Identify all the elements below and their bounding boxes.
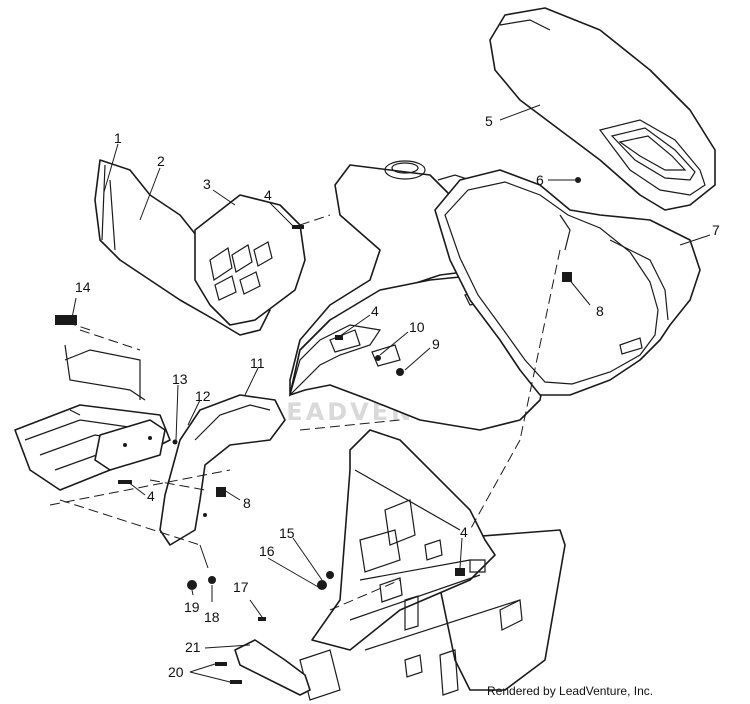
callout-4: 4 — [264, 187, 272, 203]
hidden-lines — [49, 214, 561, 611]
leader-lines — [71, 104, 711, 683]
callout-7: 7 — [712, 222, 720, 238]
callouts: 1 2 3 4 5 6 7 8 14 4 10 9 11 13 12 4 8 1… — [75, 113, 720, 680]
callout-14: 14 — [75, 279, 91, 295]
callout-12: 12 — [195, 388, 211, 404]
callout-8: 8 — [243, 495, 251, 511]
callout-4: 4 — [147, 488, 155, 504]
callout-18: 18 — [204, 609, 220, 625]
credit-text: Rendered by LeadVenture, Inc. — [487, 684, 653, 698]
rear-fender-body — [434, 169, 701, 396]
callout-10: 10 — [409, 319, 425, 335]
fender-flare — [159, 394, 286, 546]
callout-4: 4 — [371, 303, 379, 319]
callout-5: 5 — [485, 113, 493, 129]
callout-8: 8 — [596, 303, 604, 319]
hardware — [55, 177, 581, 684]
floorboard-area — [14, 329, 171, 491]
mud-flap-bracket — [94, 419, 166, 471]
callout-4: 4 — [460, 524, 468, 540]
callout-16: 16 — [259, 543, 275, 559]
chain-guard — [234, 639, 311, 696]
callout-17: 17 — [233, 579, 249, 595]
callout-3: 3 — [203, 176, 211, 192]
callout-19: 19 — [184, 599, 200, 615]
callout-6: 6 — [536, 172, 544, 188]
callout-20: 20 — [168, 664, 184, 680]
side-panel-insert — [194, 194, 306, 326]
callout-13: 13 — [172, 371, 188, 387]
callout-1: 1 — [114, 130, 122, 146]
callout-2: 2 — [157, 153, 165, 169]
callout-21: 21 — [185, 639, 201, 655]
callout-15: 15 — [279, 525, 295, 541]
seat-panel — [489, 7, 716, 211]
frame-structure — [299, 429, 566, 701]
callout-9: 9 — [432, 336, 440, 352]
callout-11: 11 — [250, 355, 265, 371]
